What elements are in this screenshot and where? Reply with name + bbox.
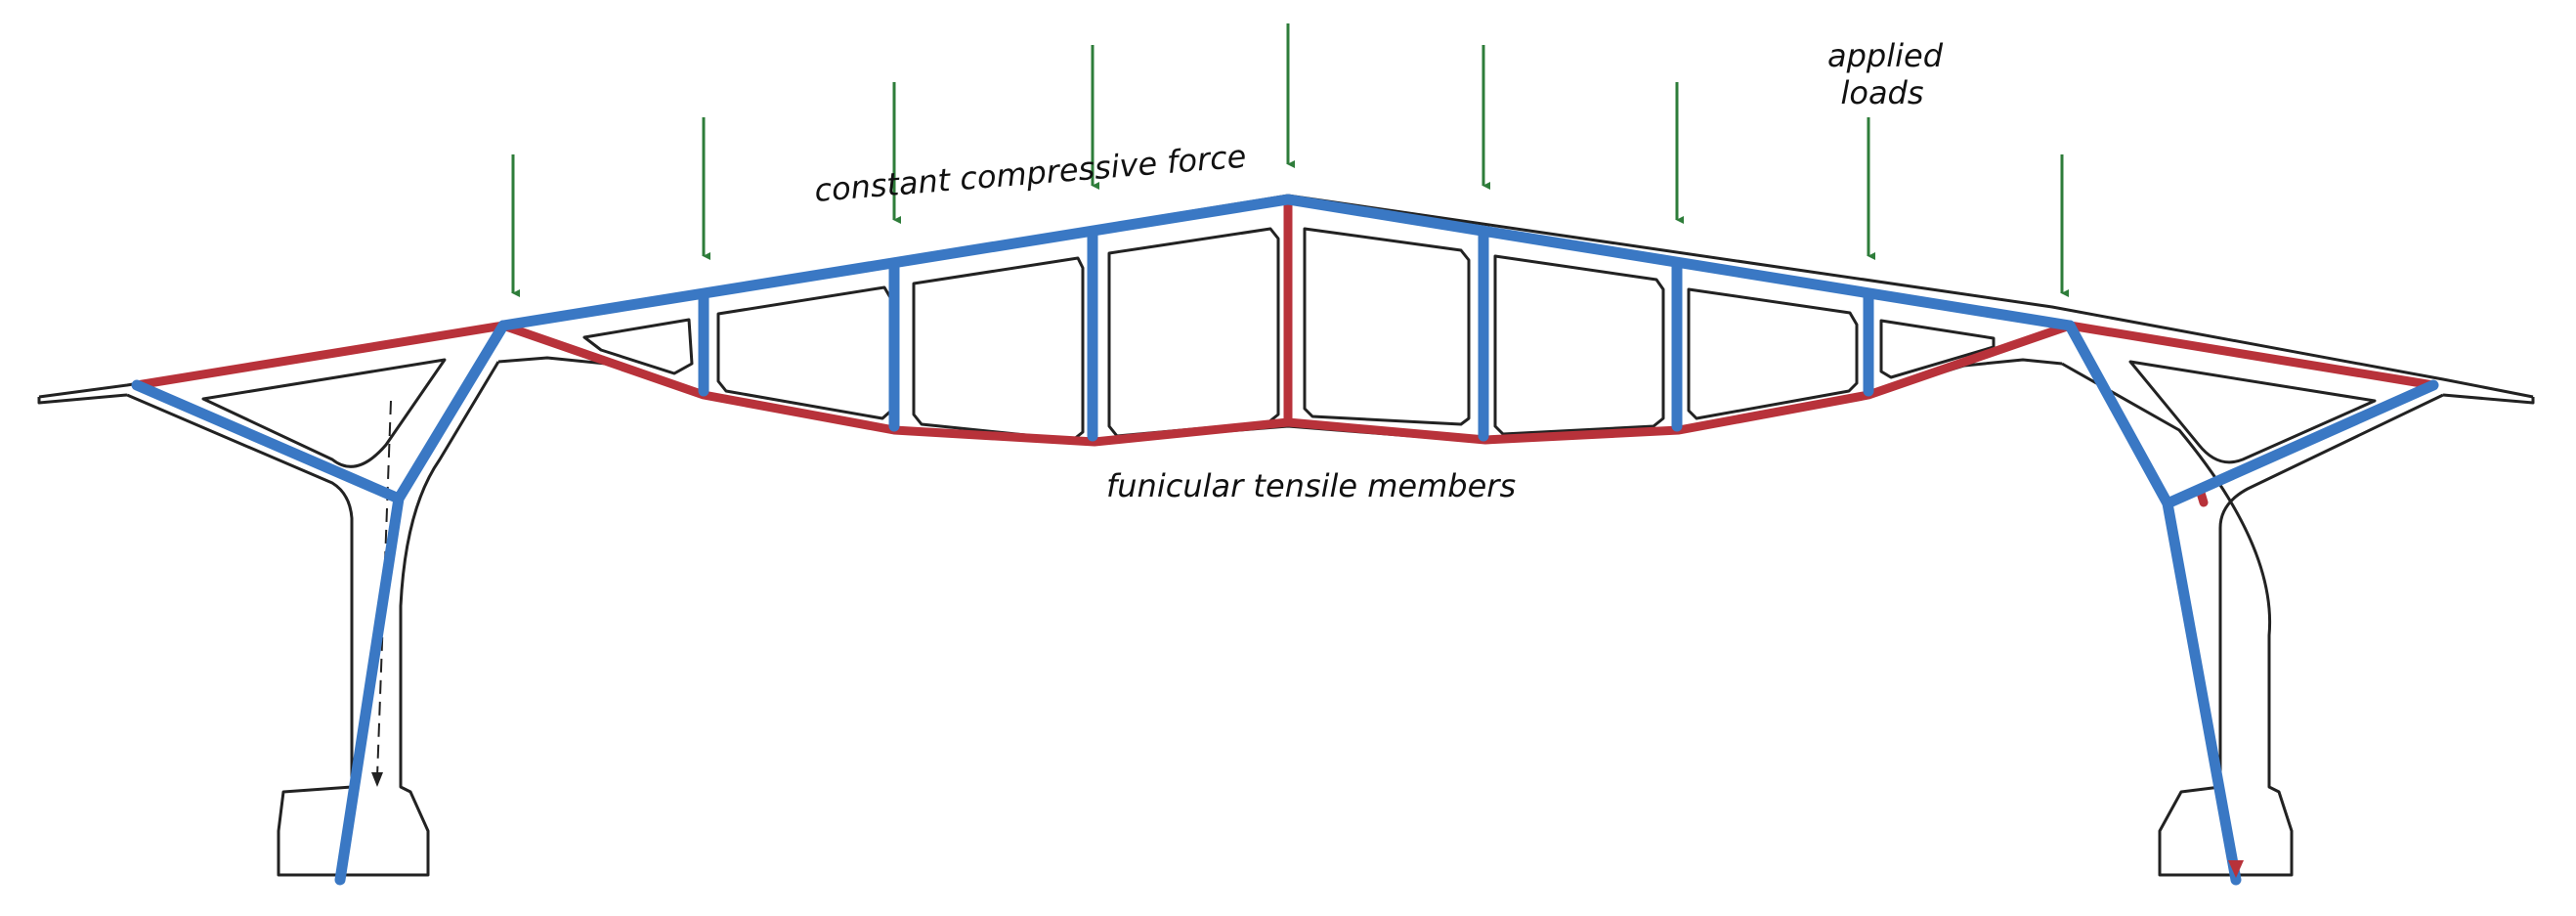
applied-load-arrows: [511, 23, 2069, 297]
left-pier-strut-column: [334, 320, 509, 886]
cell-6: [1493, 254, 1665, 436]
applied-loads-label-line2: loads: [1840, 74, 1924, 111]
right-void: [2128, 360, 2377, 464]
left-void: [201, 358, 447, 468]
reference-arrowhead: [371, 772, 383, 787]
cell-4: [1107, 227, 1280, 438]
right-pier-base-arrowhead: [2228, 860, 2244, 878]
applied-loads-label-line1: applied: [1827, 37, 1944, 74]
left-pier: [126, 361, 500, 877]
cell-3: [912, 256, 1085, 442]
right-pier-strut-diagonal: [2162, 379, 2439, 509]
right-pier-strut-column: [2064, 320, 2242, 886]
cell-7: [1687, 287, 1859, 420]
cell-8: [1879, 319, 1996, 379]
dashed-reference-line: [376, 400, 392, 778]
cell-2: [716, 285, 893, 420]
tension-left-cantilever: [132, 321, 508, 390]
compression-members: [131, 194, 2439, 886]
compression-arch-chord: [497, 194, 2076, 331]
deck-top-surface: [38, 194, 2534, 399]
tension-members: [132, 195, 2438, 507]
deck-right-end: [2442, 393, 2535, 405]
left-pier-strut-diagonal: [131, 379, 405, 504]
right-pier: [2061, 362, 2444, 877]
cell-1: [582, 318, 694, 375]
deck-left-end: [37, 393, 128, 405]
applied-loads-label: applied loads: [1827, 37, 1944, 111]
tension-right-cantilever: [2065, 321, 2438, 390]
concrete-outline: [37, 194, 2535, 877]
tensile-members-label: funicular tensile members: [1106, 467, 1517, 504]
cell-5: [1303, 227, 1471, 426]
